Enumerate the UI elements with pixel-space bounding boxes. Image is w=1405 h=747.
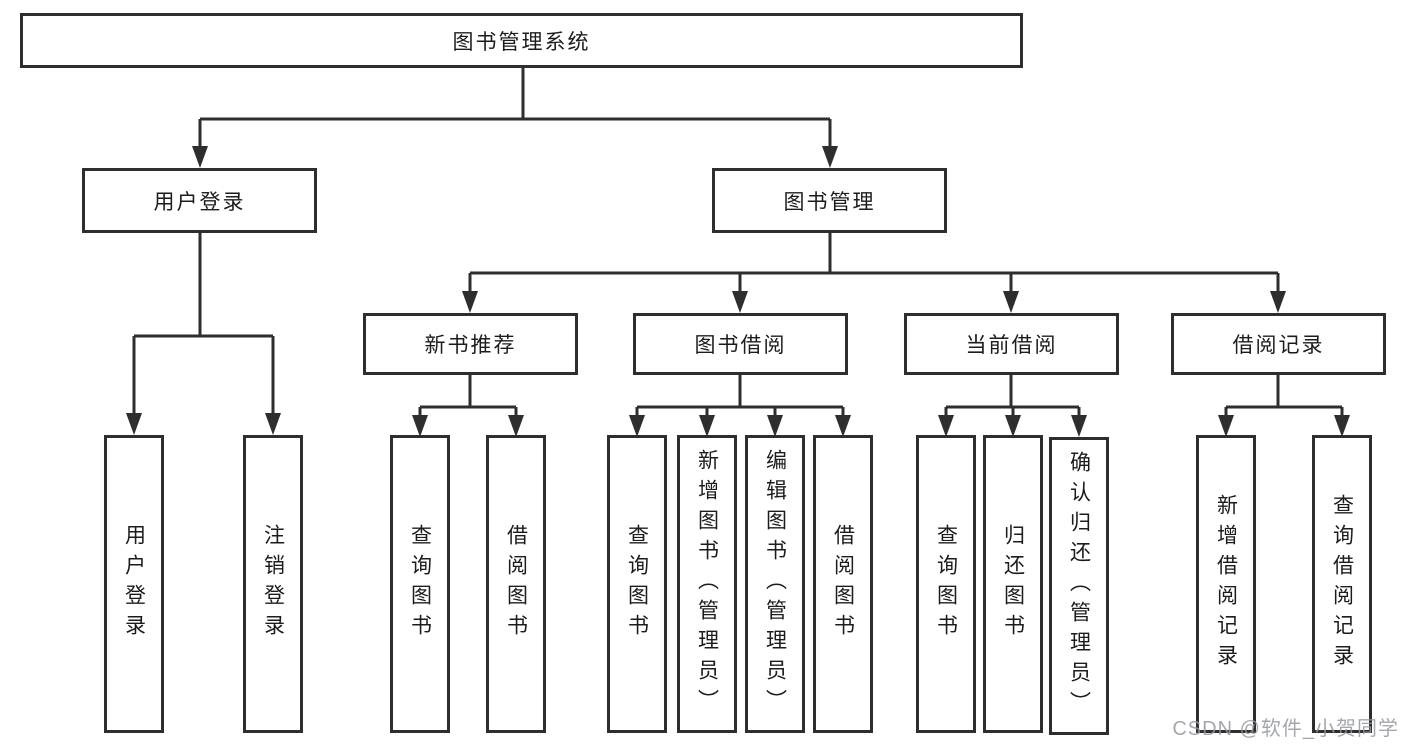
node-leaf-br-add-record: 新增借阅记录 <box>1196 435 1256 733</box>
node-leaf-bb-query-books-label: 查询图书 <box>625 524 649 644</box>
node-leaf-bb-add-books-admin-label: 新增图书（管理员） <box>695 449 719 719</box>
csdn-watermark: CSDN @软件_小贺同学 <box>1172 718 1399 740</box>
node-leaf-cb-confirm-return-admin-label: 确认归还（管理员） <box>1067 451 1091 721</box>
connector-cb-trunk <box>946 375 1079 409</box>
connector-book-management-trunk <box>470 233 1278 275</box>
node-new-book-recommend-label: 新书推荐 <box>424 334 517 357</box>
node-user-login: 用户登录 <box>82 168 317 233</box>
node-leaf-br-query-record-label: 查询借阅记录 <box>1330 494 1354 674</box>
node-leaf-cb-return-books-label: 归还图书 <box>1001 524 1025 644</box>
node-book-borrowing-label: 图书借阅 <box>694 334 787 357</box>
node-leaf-cb-query-books: 查询图书 <box>916 435 976 733</box>
node-leaf-cb-return-books: 归还图书 <box>983 435 1043 733</box>
node-book-management-label: 图书管理 <box>783 190 876 214</box>
node-leaf-cb-query-books-label: 查询图书 <box>934 524 958 644</box>
node-borrowing-records: 借阅记录 <box>1171 313 1386 375</box>
connector-br-trunk <box>1226 375 1342 409</box>
node-leaf-cb-confirm-return-admin: 确认归还（管理员） <box>1049 437 1109 735</box>
node-leaf-bb-add-books-admin: 新增图书（管理员） <box>677 435 737 733</box>
node-leaf-user-login: 用户登录 <box>104 435 164 733</box>
node-current-borrowing: 当前借阅 <box>904 313 1119 375</box>
node-leaf-nbr-borrow-books: 借阅图书 <box>486 435 546 733</box>
node-leaf-br-query-record: 查询借阅记录 <box>1312 435 1372 733</box>
node-new-book-recommend: 新书推荐 <box>363 313 578 375</box>
node-leaf-logout-label: 注销登录 <box>261 524 285 644</box>
node-book-borrowing: 图书借阅 <box>633 313 848 375</box>
node-leaf-bb-borrow-books-label: 借阅图书 <box>831 524 855 644</box>
node-user-login-label: 用户登录 <box>153 190 246 214</box>
node-book-management: 图书管理 <box>712 168 947 233</box>
node-root: 图书管理系统 <box>20 13 1023 68</box>
node-leaf-user-login-label: 用户登录 <box>122 524 146 644</box>
node-leaf-br-add-record-label: 新增借阅记录 <box>1214 494 1238 674</box>
connector-bb-trunk <box>637 375 843 409</box>
node-leaf-logout: 注销登录 <box>243 435 303 733</box>
node-current-borrowing-label: 当前借阅 <box>965 334 1058 357</box>
node-leaf-bb-query-books: 查询图书 <box>607 435 667 733</box>
connector-root-trunk <box>200 68 830 121</box>
connector-nbr-trunk <box>420 375 516 409</box>
node-leaf-bb-borrow-books: 借阅图书 <box>813 435 873 733</box>
node-leaf-nbr-query-books-label: 查询图书 <box>408 524 432 644</box>
node-leaf-nbr-borrow-books-label: 借阅图书 <box>504 524 528 644</box>
connector-user-login-trunk <box>134 233 273 338</box>
node-leaf-bb-edit-books-admin: 编辑图书（管理员） <box>745 435 805 733</box>
node-root-label: 图书管理系统 <box>452 30 591 54</box>
node-leaf-bb-edit-books-admin-label: 编辑图书（管理员） <box>763 449 787 719</box>
node-borrowing-records-label: 借阅记录 <box>1232 334 1325 357</box>
node-leaf-nbr-query-books: 查询图书 <box>390 435 450 733</box>
